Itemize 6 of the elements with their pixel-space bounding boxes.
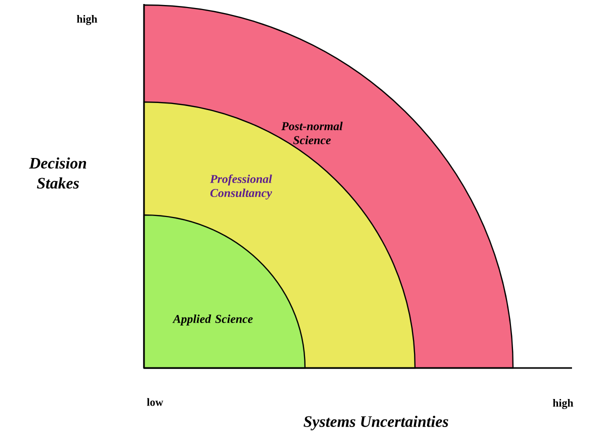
axis-title: Decision Stakes	[29, 157, 86, 189]
axis-end-label: high	[76, 14, 98, 26]
axis-title: Systems Uncertainties	[304, 416, 448, 430]
quarter-band: Applied Science	[143, 214, 306, 369]
axis-end-label: low	[146, 398, 164, 406]
axis-end-label: high	[552, 398, 574, 410]
